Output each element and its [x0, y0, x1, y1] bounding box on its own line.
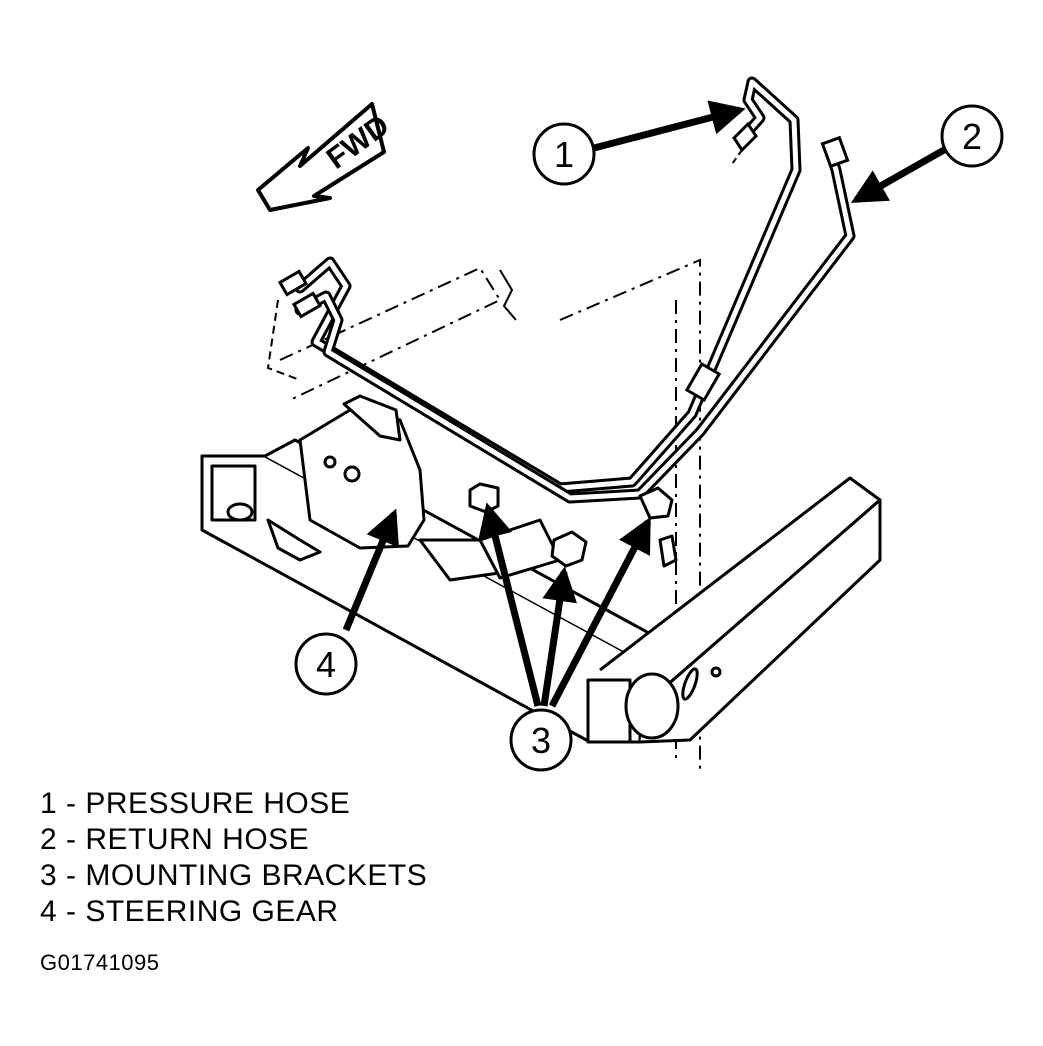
callout-1: 1 — [532, 122, 596, 186]
gear-port-leader — [266, 299, 301, 381]
power-steering-hose-diagram: FWD — [200, 76, 1004, 772]
legend-item-mounting-brackets: 3 - MOUNTING BRACKETS — [40, 859, 428, 892]
legend: 1 - PRESSURE HOSE 2 - RETURN HOSE 3 - MO… — [40, 786, 427, 930]
hose-fittings — [277, 121, 850, 403]
callout-arrows — [342, 100, 946, 708]
pressure-hose-leader — [731, 149, 743, 165]
fwd-arrow: FWD — [256, 102, 395, 212]
legend-item-pressure-hose: 1 - PRESSURE HOSE — [40, 787, 351, 820]
mounting-brackets — [468, 482, 678, 568]
callout-4: 4 — [294, 632, 358, 696]
callout-1-label: 1 — [554, 134, 574, 175]
beam-break — [499, 269, 517, 321]
figure-code: G01741095 — [40, 950, 160, 975]
callout-4-label: 4 — [316, 644, 336, 685]
callout-3-label: 3 — [531, 720, 551, 761]
legend-item-steering-gear: 4 - STEERING GEAR — [40, 895, 339, 928]
legend-item-return-hose: 2 - RETURN HOSE — [40, 823, 310, 856]
callout-2: 2 — [940, 104, 1004, 168]
callout-2-label: 2 — [962, 116, 982, 157]
callout-3: 3 — [509, 708, 573, 772]
